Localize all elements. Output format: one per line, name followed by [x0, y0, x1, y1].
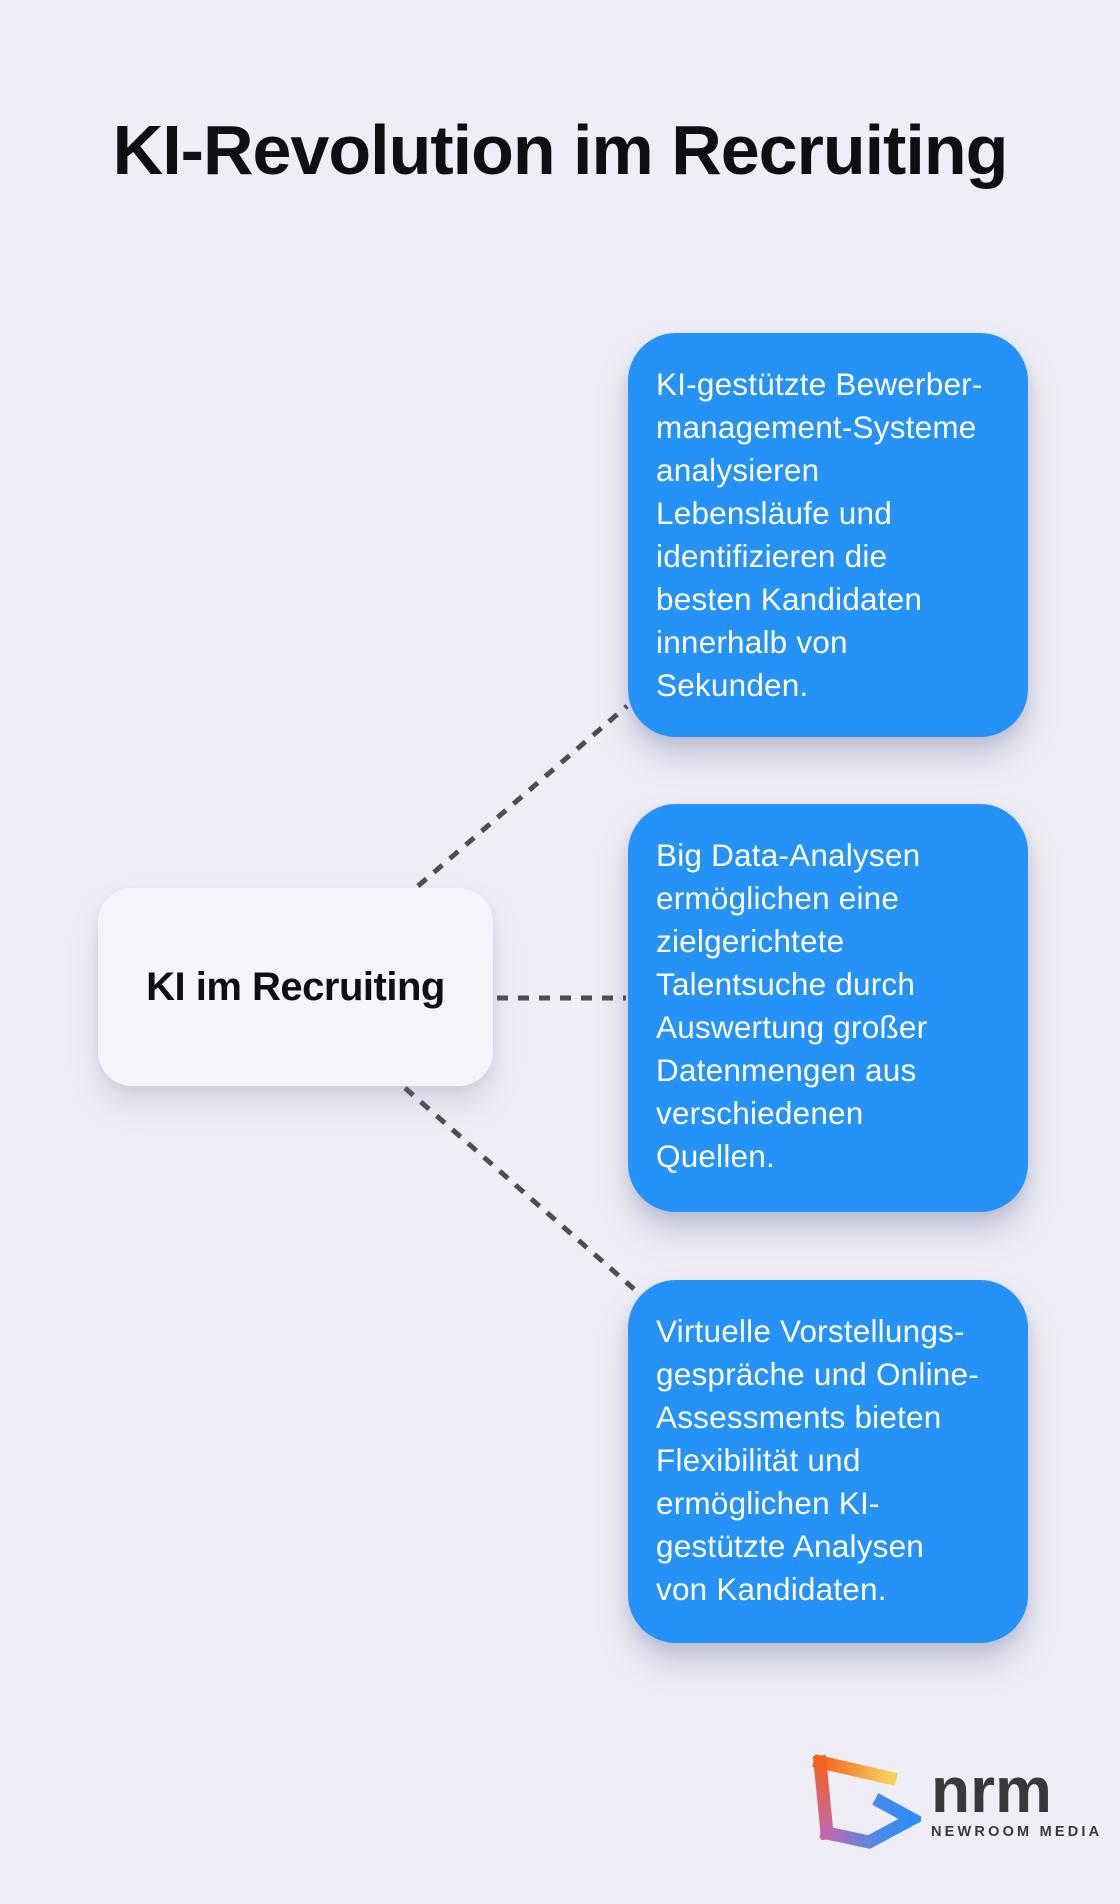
nrm-logo-icon: [812, 1754, 921, 1849]
branch-card-applicant-management: KI-gestützte Bewerber- management-System…: [628, 333, 1028, 737]
branch-card-big-data: Big Data-Analysen ermöglichen eine zielg…: [628, 804, 1028, 1212]
branch-card-text: Virtuelle Vorstellungs- gespräche und On…: [656, 1313, 979, 1607]
connector-line-top: [416, 704, 629, 888]
footer-logo: nrm NEWROOM MEDIA: [795, 1742, 1102, 1864]
logo-wordmark: nrm: [931, 1754, 1052, 1827]
root-node: KI im Recruiting: [98, 888, 493, 1086]
root-node-label: KI im Recruiting: [146, 964, 445, 1009]
branch-card-virtual-interviews: Virtuelle Vorstellungs- gespräche und On…: [628, 1280, 1028, 1643]
logo-tagline: NEWROOM MEDIA: [931, 1823, 1103, 1840]
page-title: KI-Revolution im Recruiting: [112, 111, 1009, 189]
logo-text-block: nrm NEWROOM MEDIA: [931, 1754, 1103, 1840]
branch-card-text: Big Data-Analysen ermöglichen eine zielg…: [656, 837, 928, 1174]
connector-line-bottom: [403, 1086, 636, 1291]
branch-card-text: KI-gestützte Bewerber- management-System…: [656, 366, 983, 703]
